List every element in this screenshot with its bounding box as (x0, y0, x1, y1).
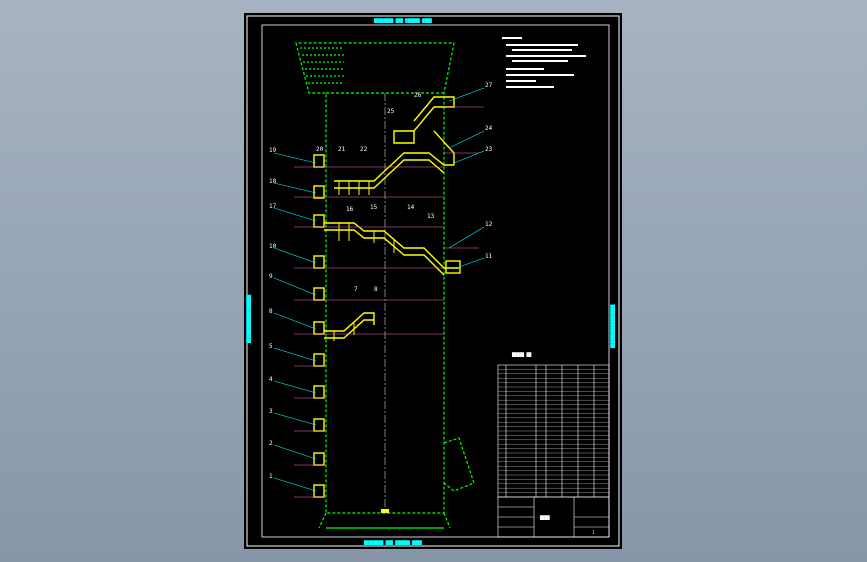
ladder-cages (313, 154, 325, 498)
label-left-1: 1 (269, 473, 273, 480)
stair-flights (324, 96, 461, 339)
border-bottom-text: ████████ ███ ██████ ████ (363, 540, 422, 545)
label-right-27: 27 (485, 82, 493, 89)
parts-table-title: █████ ██ (511, 352, 532, 357)
label-right-24: 24 (485, 125, 493, 132)
label-mid-15: 15 (370, 204, 378, 211)
label-mid-22: 22 (360, 146, 368, 153)
label-mid-13: 13 (427, 213, 435, 220)
left-labels: 19 18 17 10 9 8 5 4 3 2 1 (269, 147, 277, 480)
label-right-11: 11 (485, 253, 493, 260)
label-left-4: 4 (269, 376, 273, 383)
notes-block (502, 37, 586, 88)
label-left-8: 8 (269, 308, 273, 315)
label-left-10: 10 (269, 243, 277, 250)
leader-lines (273, 87, 485, 492)
label-right-12: 12 (485, 221, 493, 228)
level-lines (294, 106, 484, 498)
title-block (497, 496, 610, 538)
label-left-19: 19 (269, 147, 277, 154)
label-left-3: 3 (269, 408, 273, 415)
drawing-sheet: ████████ ███ ██████ ████ ████████ ███ ██… (244, 13, 622, 549)
tower-base-marker (381, 509, 389, 513)
label-mid-26: 26 (414, 92, 422, 99)
label-mid-25: 25 (387, 108, 395, 115)
label-left-5: 5 (269, 343, 273, 350)
parts-table-rows (498, 369, 609, 493)
label-mid-7: 7 (354, 286, 358, 293)
cad-drawing: ████████ ███ ██████ ████ ████████ ███ ██… (246, 15, 620, 547)
title-drawing-name: ████ (539, 515, 550, 520)
middle-labels: 26 25 20 21 22 16 15 14 13 7 8 (316, 92, 435, 293)
label-left-2: 2 (269, 440, 273, 447)
label-mid-8b: 8 (374, 286, 378, 293)
label-mid-16: 16 (346, 206, 354, 213)
stair-posts (333, 181, 395, 341)
left-margin-text: ████████████████████ (246, 294, 251, 344)
right-labels: 27 24 23 12 11 (485, 82, 493, 260)
title-sheet-no: 1 (592, 530, 595, 535)
outer-frame (246, 15, 620, 547)
label-left-17: 17 (269, 203, 277, 210)
inner-frame (261, 24, 610, 538)
right-margin-text: ██████████████████ (610, 304, 615, 349)
label-left-9: 9 (269, 273, 273, 280)
label-left-18: 18 (269, 178, 277, 185)
border-top-text: ████████ ███ ██████ ████ (373, 18, 432, 23)
label-mid-21: 21 (338, 146, 346, 153)
side-structure (443, 437, 475, 492)
label-right-23: 23 (485, 146, 493, 153)
label-mid-20: 20 (316, 146, 324, 153)
label-mid-14: 14 (407, 204, 415, 211)
